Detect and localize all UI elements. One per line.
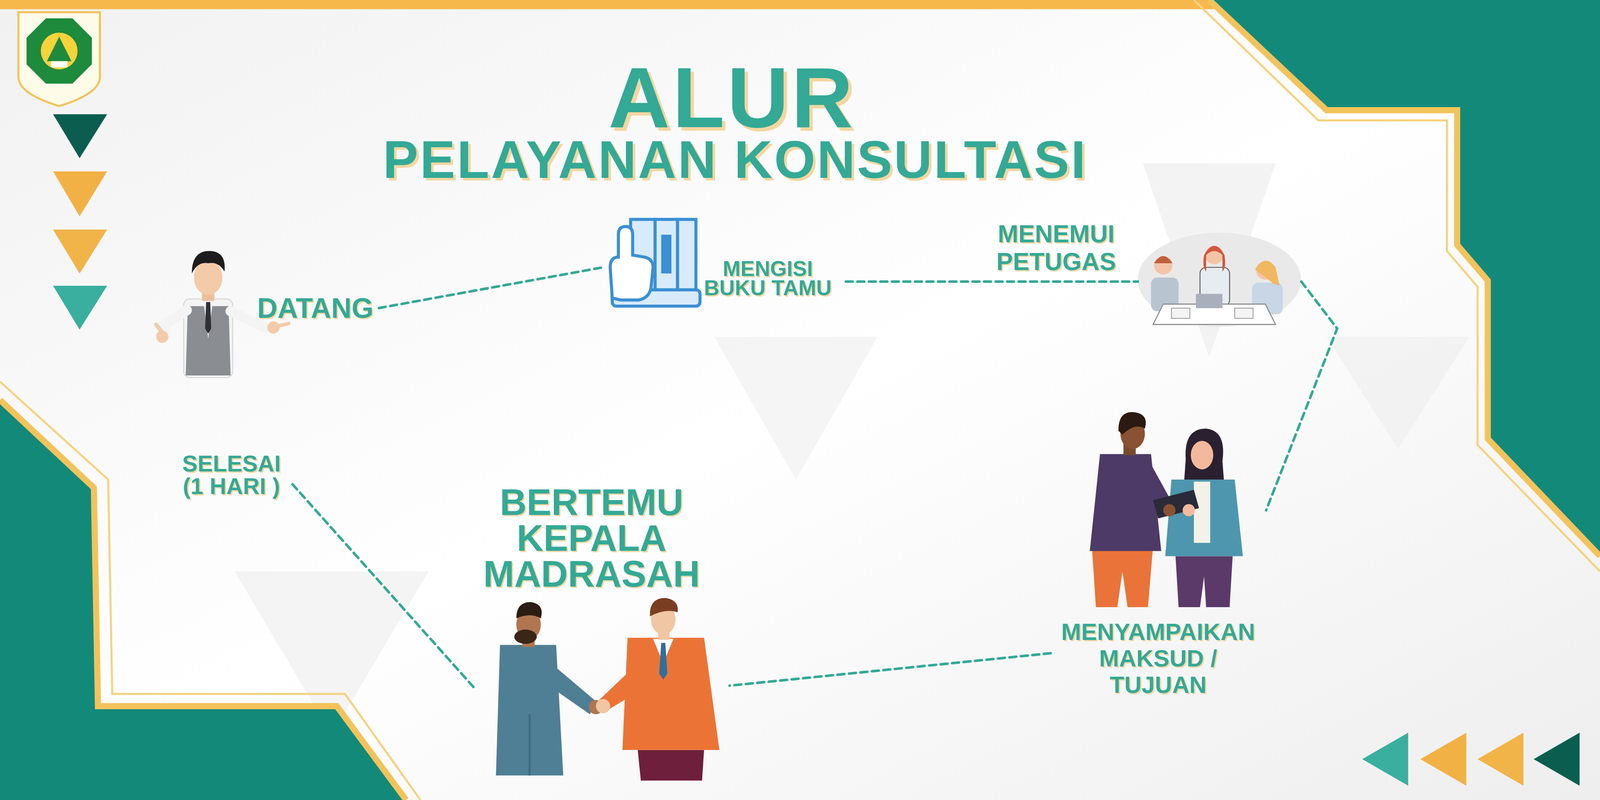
conversation-figure (1089, 412, 1243, 608)
presenter-figure-part (156, 324, 163, 333)
page-ground-part (1326, 336, 1470, 449)
conversation-figure-part (1193, 481, 1211, 543)
logo-emblem (18, 12, 100, 107)
subtitle-text: PELAYANAN KONSULTASI (382, 133, 1088, 187)
handshake-figure-part (637, 750, 704, 781)
handshake-figure-part (528, 714, 531, 776)
logo-emblem-part (51, 61, 68, 67)
meeting-figure-part (1154, 256, 1173, 275)
step-label: SELESAI (1 HARI ) (176, 452, 288, 498)
handshake-figure-part (495, 644, 564, 776)
meeting-figure-part (1234, 308, 1254, 319)
conversation-figure-part (1190, 440, 1214, 470)
guestbook-icon-part (661, 234, 672, 274)
step-node: SELESAI (1 HARI ) (171, 447, 293, 503)
step-label: MENYAMPAIKAN MAKSUD / TUJUAN (1056, 618, 1261, 699)
logo-emblem-part (26, 18, 92, 84)
handshake-figure-part (649, 597, 678, 617)
handshake-figure (495, 597, 720, 781)
dashed-connector (729, 653, 1051, 686)
presenter-figure-part (165, 310, 187, 335)
handshake-figure-part (516, 602, 542, 619)
triangle-marker-part (52, 285, 108, 330)
step-node: MENYAMPAIKAN MAKSUD / TUJUAN (1050, 403, 1267, 704)
conversation-figure-part (1183, 428, 1225, 488)
step-label: MENGISI BUKU TAMU (695, 259, 841, 298)
step-node: BERTEMU KEPALA MADRASAH (473, 479, 731, 786)
triangle-marker-part (52, 171, 108, 217)
triangle-marker-part (52, 229, 108, 274)
triangle-marker-part (1362, 732, 1409, 786)
step-label: MENEMUI PETUGAS (988, 219, 1125, 276)
guestbook-icon-part (677, 219, 696, 290)
triangle-marker-part (1420, 732, 1467, 786)
logo-emblem-part (40, 32, 78, 70)
step-node: MENGISI BUKU TAMU (602, 211, 847, 317)
presenter-figure-part (193, 260, 223, 295)
meeting-figure-part (1195, 293, 1223, 309)
text-holder: PELAYANAN KONSULTASI (0, 133, 705, 187)
conversation-figure-part (1165, 479, 1243, 556)
logo-emblem-part (18, 12, 100, 107)
corner-band-part (1193, 0, 1600, 572)
meeting-figure-part (1255, 260, 1280, 286)
step-label: DATANG (256, 291, 374, 325)
triangle-marker-part (52, 114, 108, 159)
triangle-marker-part (1477, 732, 1524, 786)
conversation-figure-part (1175, 555, 1233, 608)
triangle-marker-part (1533, 732, 1580, 786)
dashed-connector (292, 484, 474, 687)
meeting-figure-part (1203, 245, 1225, 272)
logo-emblem-part (46, 36, 72, 62)
guestbook-icon (610, 219, 700, 306)
corner-band-part (0, 400, 407, 800)
text-holder: ALUR (0, 55, 248, 141)
meeting-figure-part (1137, 232, 1302, 327)
dashed-connector (378, 267, 603, 309)
dashed-connector (846, 280, 1139, 283)
triangle-marker (52, 114, 1580, 786)
handshake-figure-part (596, 698, 611, 713)
conversation-figure-part (1152, 489, 1199, 519)
conversation-figure-part (1091, 545, 1153, 607)
handshake-figure-part (622, 637, 720, 751)
handshake-figure-part (514, 629, 537, 644)
meeting-figure-part (1154, 256, 1173, 264)
step-label: BERTEMU KEPALA MADRASAH (478, 484, 705, 592)
presenter-figure-part (275, 323, 289, 327)
corner-band-part (1209, 0, 1600, 556)
meeting-figure (1137, 232, 1302, 327)
conversation-figure-part (1182, 503, 1196, 517)
diagram-title: ALUR (608, 55, 856, 141)
presenter-figure-part (192, 250, 225, 274)
guestbook-icon-part (610, 226, 653, 300)
corner-band-part (0, 400, 407, 800)
step-node: DATANG (148, 244, 379, 383)
presenter-figure-part (205, 302, 212, 334)
conversation-figure-part (1163, 503, 1176, 517)
guestbook-icon-part (654, 219, 678, 290)
handshake-figure-part (659, 642, 668, 680)
meeting-figure-part (1171, 308, 1190, 319)
corner-band-part (1209, 0, 1600, 556)
dashed-connector (1266, 281, 1338, 511)
conversation-figure-part (1118, 412, 1146, 435)
step-node: MENEMUI PETUGAS (1137, 232, 1302, 327)
corner-band-part (0, 381, 421, 800)
page-ground-part (714, 336, 878, 480)
corner-band-part (0, 0, 1225, 10)
